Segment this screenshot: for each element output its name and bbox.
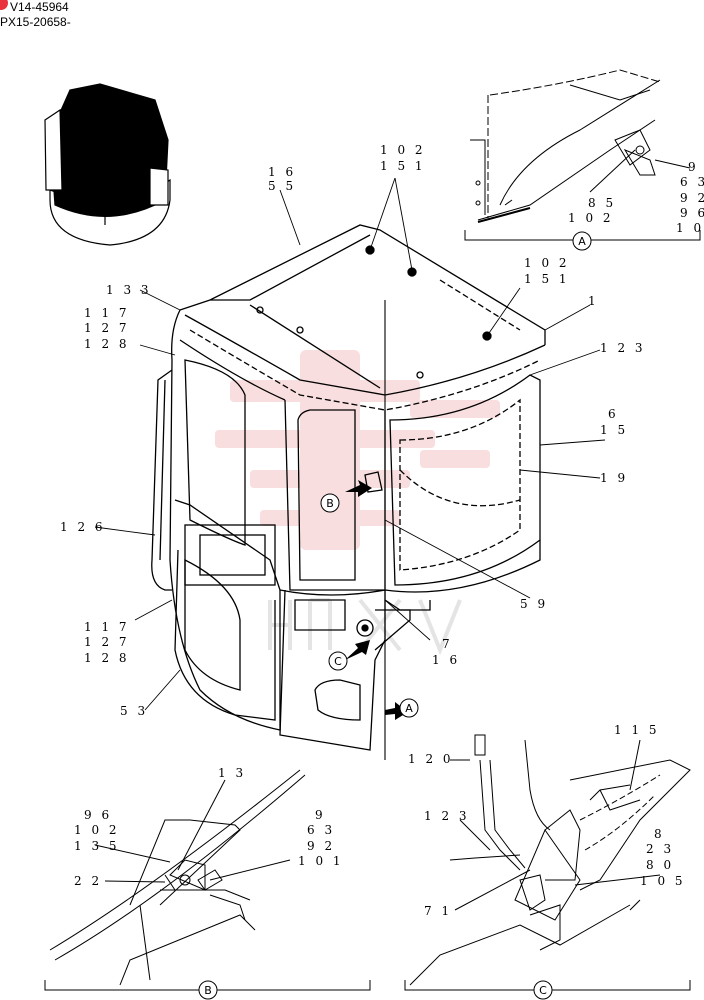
svg-text:A: A xyxy=(405,702,413,715)
svg-text:C: C xyxy=(539,984,547,997)
label-16: 1 6 xyxy=(432,653,460,667)
label-102: 1 0 2 xyxy=(74,823,120,837)
label-101: 1 0 1 xyxy=(298,854,344,868)
red-badge-icon xyxy=(0,0,8,10)
label-102: 1 0 2 xyxy=(524,256,570,270)
label-117: 1 1 7 xyxy=(84,620,130,634)
label-115: 1 1 5 xyxy=(614,723,660,737)
label-127: 1 2 7 xyxy=(84,321,130,335)
label-128: 1 2 8 xyxy=(84,337,130,351)
label-63: 6 3 xyxy=(680,175,704,189)
label-8: 8 xyxy=(654,827,665,841)
label-6: 6 xyxy=(608,407,619,421)
watermark-logo xyxy=(215,350,500,550)
callout-a-main: A xyxy=(399,698,419,718)
part-number-2: PX15-20658- xyxy=(0,15,71,29)
label-22: 2 2 xyxy=(74,874,102,888)
label-102: 1 0 2 xyxy=(380,143,426,157)
label-127: 1 2 7 xyxy=(84,635,130,649)
label-9: 9 xyxy=(688,160,699,174)
callout-b-detail: B xyxy=(198,980,218,1000)
leader-lines-main xyxy=(94,177,606,711)
label-126: 1 2 6 xyxy=(60,520,106,534)
label-13: 1 3 xyxy=(218,766,246,780)
svg-text:B: B xyxy=(204,984,212,997)
label-55: 5 5 xyxy=(268,179,296,193)
label-9: 9 xyxy=(315,808,326,822)
label-19: 1 9 xyxy=(600,471,628,485)
label-105: 1 0 5 xyxy=(640,874,686,888)
label-96: 9 6 xyxy=(84,808,112,822)
label-102: 1 0 2 xyxy=(568,211,614,225)
label-128: 1 2 8 xyxy=(84,651,130,665)
svg-text:A: A xyxy=(578,235,586,248)
label-7: 7 xyxy=(442,637,453,651)
callout-a-detail: A xyxy=(572,231,592,251)
label-117: 1 1 7 xyxy=(84,306,130,320)
part-number-1: V14-45964 xyxy=(0,0,69,14)
detail-c-view xyxy=(404,734,691,991)
label-120: 1 2 0 xyxy=(408,752,454,766)
label-151: 1 5 1 xyxy=(380,159,426,173)
label-15: 1 5 xyxy=(600,423,628,437)
cab-assembly xyxy=(151,224,546,760)
cab-thumbnail xyxy=(44,83,171,246)
callout-b-main: B xyxy=(320,493,340,513)
label-151: 1 5 1 xyxy=(524,272,570,286)
detail-b-view xyxy=(44,769,371,991)
svg-text:C: C xyxy=(334,655,342,668)
label-63: 6 3 xyxy=(307,823,335,837)
label-80: 8 0 xyxy=(646,858,674,872)
label-96: 9 6 xyxy=(680,206,704,220)
label-123: 1 2 3 xyxy=(600,341,646,355)
label-71: 7 1 xyxy=(424,904,452,918)
callout-c-detail: C xyxy=(533,980,553,1000)
callout-arrows xyxy=(345,480,408,720)
label-92: 9 2 xyxy=(680,191,704,205)
label-16: 1 6 xyxy=(268,165,296,179)
label-123: 1 2 3 xyxy=(424,809,470,823)
label-23: 2 3 xyxy=(646,842,674,856)
label-10: 1 0 xyxy=(676,221,704,235)
callout-c-main: C xyxy=(328,651,348,671)
label-92: 9 2 xyxy=(307,839,335,853)
part-labels: 1 6 5 5 1 0 2 1 5 1 1 0 2 1 5 1 1 1 2 3 … xyxy=(60,143,704,918)
label-85: 8 5 xyxy=(588,196,616,210)
label-59: 5 9 xyxy=(520,597,548,611)
label-1: 1 xyxy=(588,294,599,308)
detail-a-view xyxy=(464,69,701,241)
label-133: 1 3 3 xyxy=(106,283,152,297)
svg-text:B: B xyxy=(326,497,334,510)
label-135: 1 3 5 xyxy=(74,839,120,853)
label-53: 5 3 xyxy=(120,704,148,718)
